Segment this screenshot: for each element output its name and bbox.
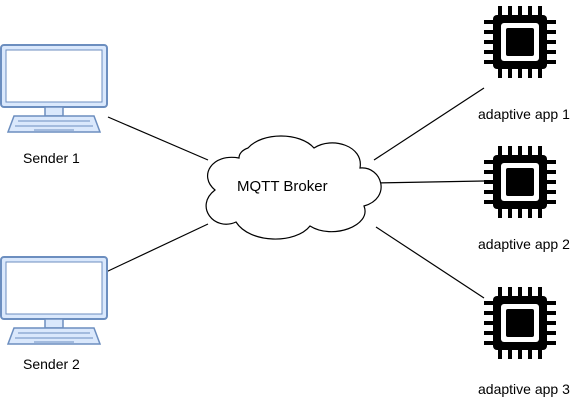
sender-2-label: Sender 2 [23, 356, 80, 372]
adaptive-app-2-label: adaptive app 2 [478, 236, 570, 252]
desktop-monitor-icon [0, 44, 108, 133]
broker-label: MQTT Broker [237, 178, 328, 195]
edge-broker-app2 [375, 180, 485, 184]
chip-icon [484, 146, 556, 218]
connectors [105, 87, 485, 299]
adaptive-app-2-node[interactable] [484, 146, 556, 218]
desktop-monitor-icon [0, 256, 108, 345]
chip-icon [484, 6, 556, 78]
mqtt-broker-node[interactable] [205, 135, 382, 240]
sender-1-label: Sender 1 [23, 150, 80, 166]
edge-broker-app1 [373, 87, 485, 161]
chip-icon [484, 287, 556, 359]
sender-2-computer[interactable] [0, 256, 108, 345]
adaptive-app-1-label: adaptive app 1 [478, 106, 570, 122]
adaptive-app-3-label: adaptive app 3 [478, 381, 570, 397]
edge-sender2-broker [105, 223, 209, 273]
sender-1-computer[interactable] [0, 44, 108, 133]
edge-broker-app3 [375, 226, 485, 299]
adaptive-app-1-node[interactable] [484, 6, 556, 78]
adaptive-app-3-node[interactable] [484, 287, 556, 359]
edge-sender1-broker [107, 116, 209, 161]
cloud-icon [205, 135, 382, 240]
